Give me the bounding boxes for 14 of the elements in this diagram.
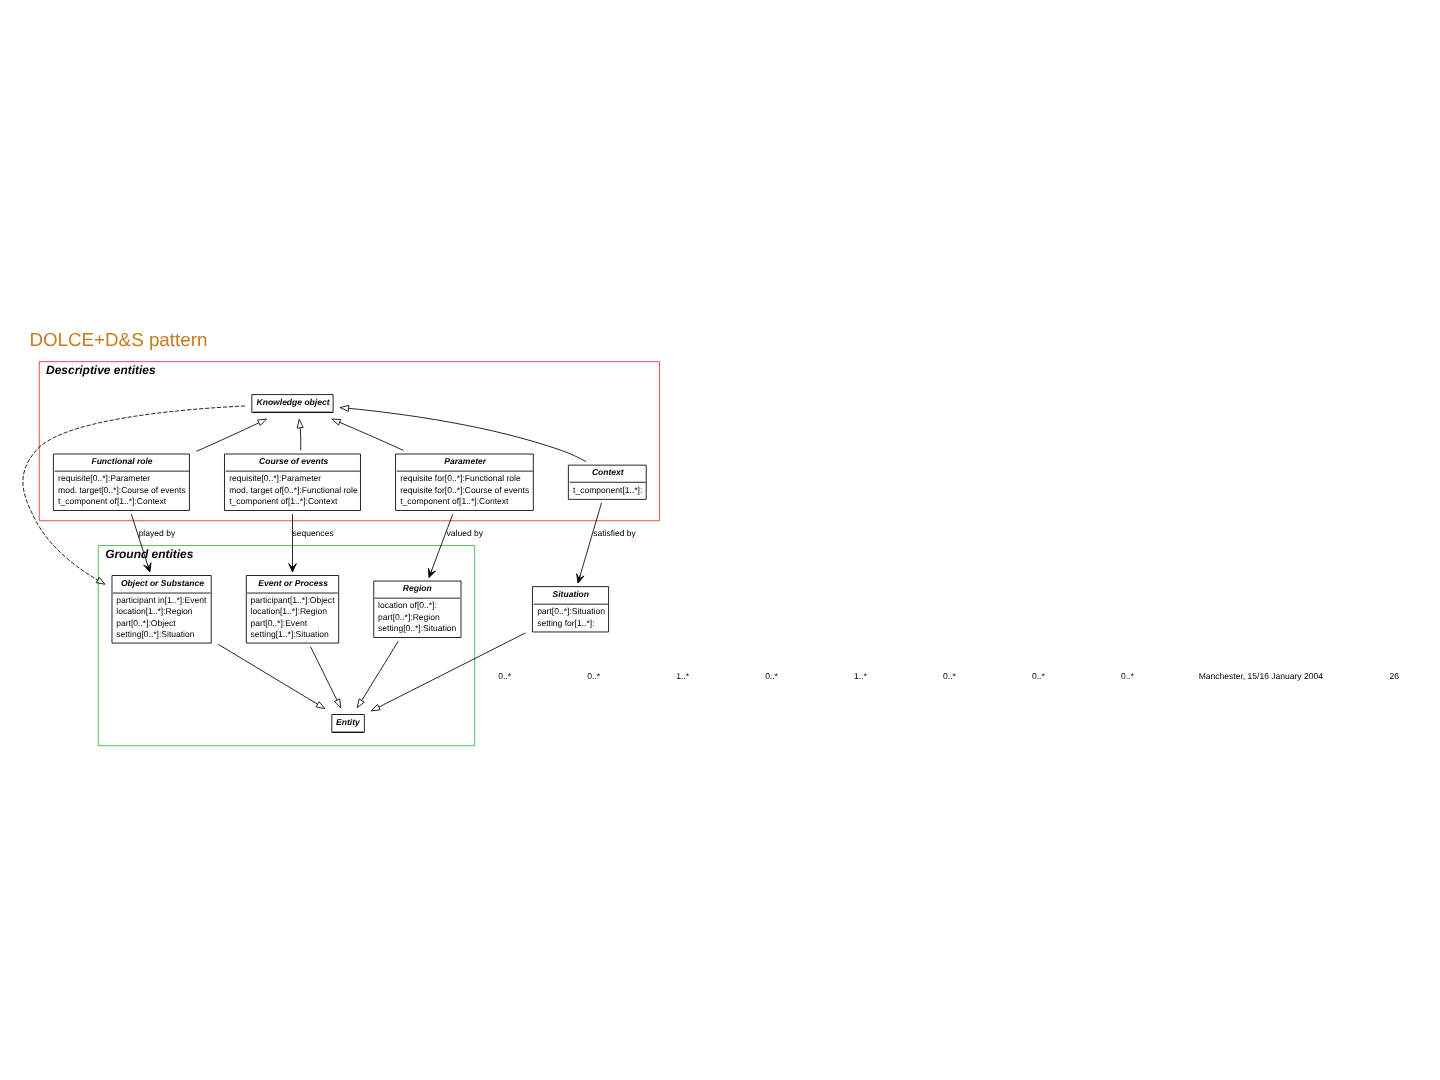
arrow	[427, 513, 454, 579]
arrow	[130, 513, 152, 573]
arrow	[331, 418, 404, 451]
diagram-title: DOLCE+D&S pattern	[29, 327, 208, 350]
arrow	[288, 513, 297, 573]
arrow	[22, 405, 246, 585]
arrow	[370, 632, 526, 712]
arrow	[310, 646, 342, 709]
arrow	[217, 643, 326, 710]
arrow	[576, 502, 602, 584]
arrow	[339, 404, 587, 463]
arrow	[356, 640, 399, 709]
arrow	[195, 418, 268, 452]
arrow	[296, 418, 304, 451]
